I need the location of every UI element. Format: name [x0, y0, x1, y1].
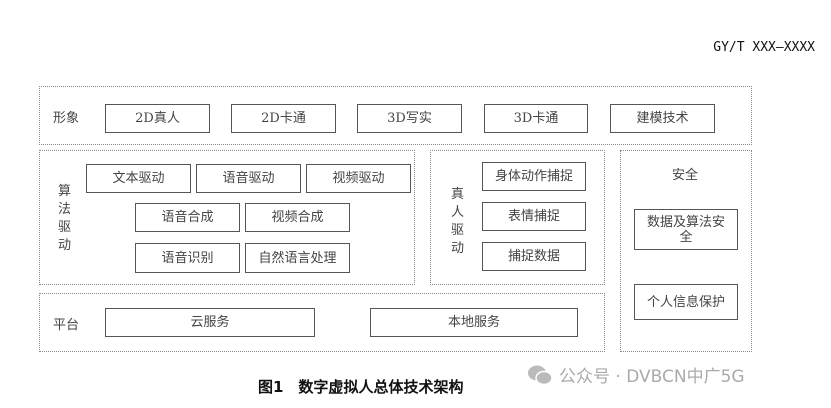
box-nlp: 自然语言处理 [245, 243, 350, 273]
box-cloud: 云服务 [105, 308, 315, 337]
watermark-text: 公众号 · DVBCN中广5G [559, 367, 745, 387]
box-privacy: 个人信息保护 [634, 284, 738, 320]
box-3d-cartoon: 3D卡通 [484, 104, 588, 133]
box-speech-recognition: 语音识别 [135, 243, 240, 273]
box-body-capture: 身体动作捕捉 [482, 162, 586, 191]
box-video-drive: 视频驱动 [306, 164, 411, 193]
platform-label: 平台 [53, 318, 80, 333]
platform-group [39, 293, 605, 352]
human-label: 真人驱动 [451, 187, 465, 256]
box-speech-synthesis: 语音合成 [135, 203, 240, 232]
box-capture-data: 捕捉数据 [482, 242, 586, 271]
wechat-icon [528, 365, 553, 385]
security-label: 安全 [672, 168, 699, 183]
box-modeling: 建模技术 [610, 104, 715, 133]
box-video-synthesis: 视频合成 [245, 203, 350, 232]
watermark: 公众号 · DVBCN中广5G [527, 362, 745, 387]
box-2d-cartoon: 2D卡通 [231, 104, 336, 133]
image-label: 形象 [53, 111, 80, 126]
box-2d-real: 2D真人 [105, 104, 210, 133]
algorithm-group [39, 150, 415, 285]
image-group [39, 86, 752, 145]
box-3d-realistic: 3D写实 [357, 104, 462, 133]
box-local: 本地服务 [370, 308, 578, 337]
human-group [430, 150, 605, 285]
standard-number: GY/T XXX—XXXX [713, 40, 815, 55]
figure-caption: 图1 数字虚拟人总体技术架构 [258, 378, 464, 396]
box-voice-drive: 语音驱动 [196, 164, 301, 193]
box-face-capture: 表情捕捉 [482, 202, 586, 231]
algorithm-label: 算法驱动 [58, 184, 72, 253]
box-text-drive: 文本驱动 [86, 164, 191, 193]
security-group [620, 150, 752, 352]
box-data-security: 数据及算法安全 [634, 209, 738, 250]
